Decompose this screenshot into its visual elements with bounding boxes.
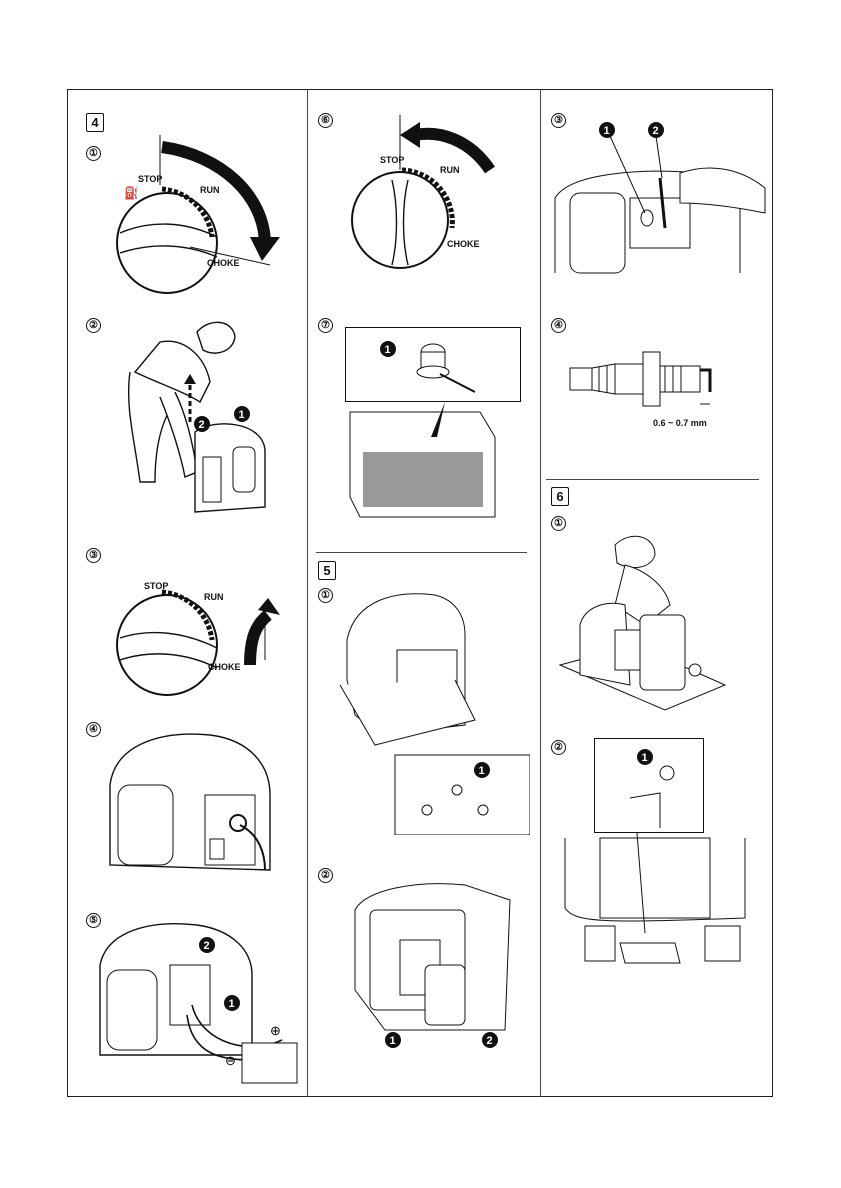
svg-text:1: 1 [479, 765, 485, 777]
choke-dial-figure: STOP RUN CHOKE ⛽ [100, 125, 290, 295]
fuel-off-icon: ⛽ [124, 186, 139, 200]
svg-text:STOP: STOP [380, 155, 404, 165]
svg-text:1: 1 [229, 998, 235, 1010]
step-number: ④ [551, 318, 566, 333]
stop-dial-figure: STOP RUN CHOKE [340, 110, 510, 280]
column-divider-1 [307, 89, 308, 1097]
svg-text:2: 2 [199, 419, 205, 431]
battery-charging-figure: 2 1 ⊕ ⊖ [92, 915, 302, 1090]
svg-text:1: 1 [390, 1035, 396, 1047]
column-divider-2 [540, 89, 541, 1097]
spark-plug-figure: 0.6 ~ 0.7 mm [565, 340, 730, 430]
carburetor-drain-figure: 1 [555, 738, 755, 968]
spark-plug-removal-figure: 1 2 [550, 118, 770, 278]
fuel-draining-figure [555, 525, 730, 720]
section-number-5: 5 [318, 561, 336, 580]
svg-text:RUN: RUN [204, 592, 224, 602]
svg-text:RUN: RUN [440, 165, 460, 175]
step-number: ③ [86, 548, 101, 563]
svg-text:1: 1 [604, 125, 610, 137]
section-separator [316, 552, 527, 553]
section-number-6: 6 [551, 487, 569, 506]
svg-text:1: 1 [642, 752, 648, 764]
step-number: ② [86, 318, 101, 333]
section-separator [546, 479, 759, 480]
step-number: ⑦ [318, 318, 333, 333]
oil-cap-figure: 1 [345, 327, 525, 527]
choke-label: CHOKE [207, 258, 240, 268]
svg-text:2: 2 [653, 125, 659, 137]
generator-panel-figure [100, 725, 275, 875]
svg-text:CHOKE: CHOKE [208, 662, 241, 672]
gap-spec-label: 0.6 ~ 0.7 mm [653, 418, 707, 428]
svg-text:1: 1 [239, 409, 245, 421]
pull-starter-figure: 1 2 [115, 312, 280, 517]
svg-text:2: 2 [204, 940, 210, 952]
step-number: ① [86, 146, 101, 161]
stop-label: STOP [138, 174, 162, 184]
svg-text:CHOKE: CHOKE [447, 239, 480, 249]
plus-sign: ⊕ [270, 1023, 281, 1038]
step-number: ⑥ [318, 113, 333, 128]
step-number: ① [318, 588, 333, 603]
run-label: RUN [200, 185, 220, 195]
drain-plug-figure: 1 [335, 585, 530, 835]
svg-text:2: 2 [487, 1035, 493, 1047]
step-number: ④ [86, 722, 101, 737]
run-dial-figure: STOP RUN CHOKE [100, 570, 290, 700]
step-number: ② [318, 868, 333, 883]
minus-sign: ⊖ [225, 1053, 236, 1068]
svg-text:STOP: STOP [144, 581, 168, 591]
air-filter-figure: 1 2 [335, 870, 530, 1055]
svg-text:1: 1 [385, 344, 391, 356]
